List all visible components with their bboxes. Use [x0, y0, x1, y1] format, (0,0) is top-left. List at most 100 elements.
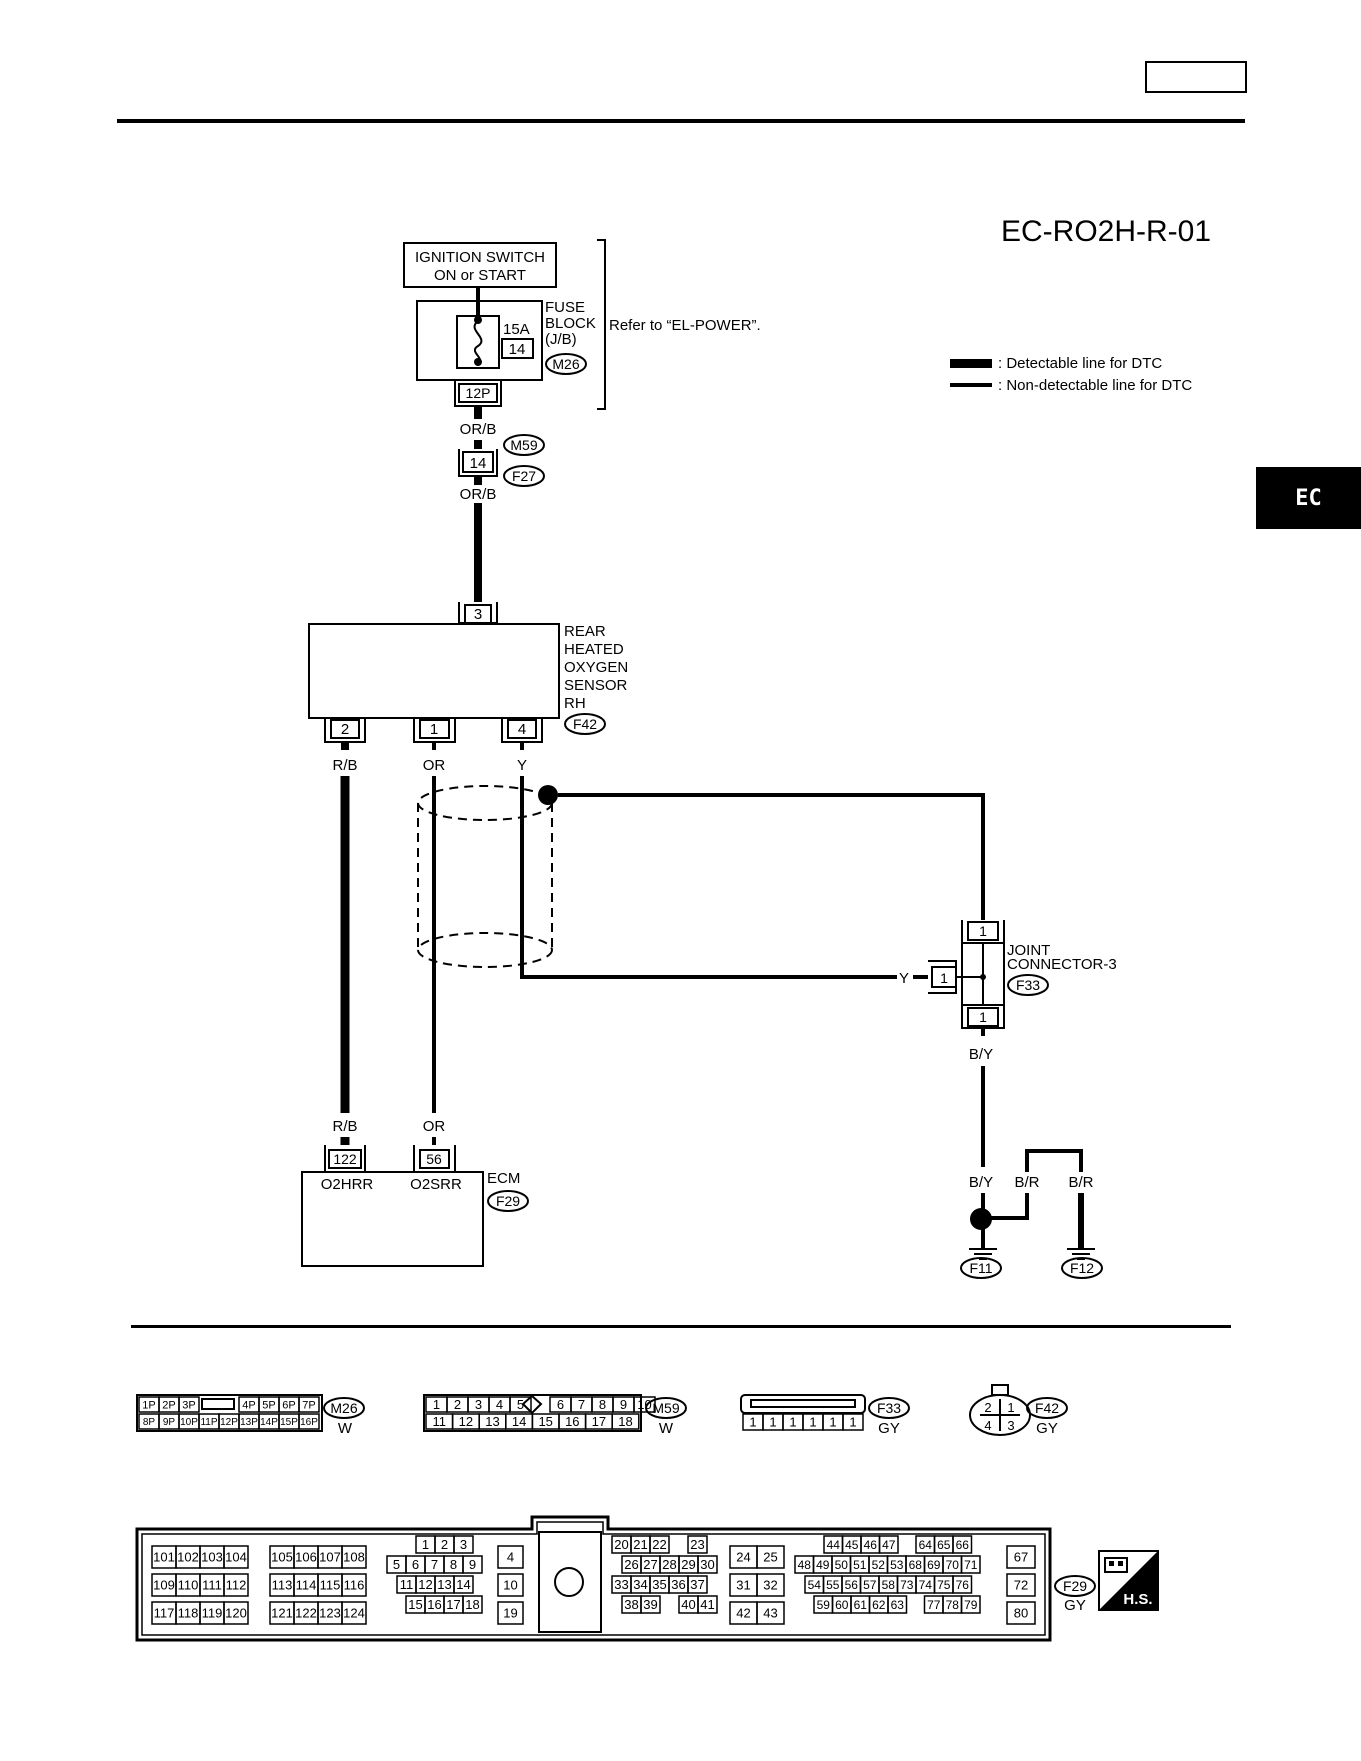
pin-cell [960, 1555, 981, 1574]
sensor-box [308, 623, 560, 719]
pin-label: 80 [1014, 1606, 1028, 1621]
pin-cell [223, 1545, 249, 1569]
pin-cell [887, 1595, 908, 1614]
pin-cell [756, 1573, 785, 1597]
pin-cell [223, 1573, 249, 1597]
sensor-top-pin: 3 [474, 606, 482, 623]
sensor-label-line-5: RH [564, 695, 586, 712]
wire-y-label-top: Y [517, 757, 527, 774]
pin-cell [952, 1535, 973, 1554]
joint-connector-badge [1007, 974, 1049, 996]
pin-label: 117 [154, 1606, 175, 1621]
m26-latch [201, 1398, 235, 1410]
sensor-label-line-1: REAR [564, 623, 606, 640]
ground-f11-badge [960, 1257, 1002, 1279]
wire-or-label-top: OR [423, 757, 446, 774]
pin-label: 4 [507, 1550, 514, 1565]
pin-label: 18 [465, 1597, 479, 1612]
fuse-number: 14 [509, 341, 526, 358]
pin-label: 12 [459, 1414, 473, 1429]
pin-label: 16 [565, 1414, 579, 1429]
f42-latch [991, 1384, 1009, 1396]
pin-label: 32 [763, 1578, 777, 1593]
pin-label: 11P [200, 1417, 217, 1428]
ecm-connector-bolt [554, 1567, 584, 1597]
mid-connector-m59-badge [503, 434, 545, 456]
pin-label: 6 [412, 1557, 419, 1572]
pin-label: 12 [418, 1577, 432, 1592]
pin-label: 9 [469, 1557, 476, 1572]
ecm-connector-center-block [538, 1531, 602, 1633]
pin-label: 66 [956, 1538, 970, 1552]
pin-label: 9 [620, 1397, 627, 1412]
header-rule [117, 119, 1245, 123]
pin-cell [298, 1396, 320, 1413]
sensor-pin-2: 2 [341, 721, 349, 738]
f42-pin-3: 3 [1007, 1418, 1014, 1433]
ground-f12-id: F12 [1070, 1260, 1094, 1276]
pin-label: 10 [637, 1397, 651, 1412]
pin-label: 21 [633, 1537, 647, 1552]
m59-key-notch [521, 1394, 543, 1415]
pin-label: 13 [485, 1414, 499, 1429]
m59-connector-face [423, 1394, 642, 1432]
pin-label: 51 [853, 1558, 867, 1572]
y-wire [520, 776, 897, 979]
pin-label: 6 [557, 1397, 564, 1412]
pin-cell [462, 1555, 483, 1574]
pin-label: 27 [643, 1557, 657, 1572]
joint-top-pin: 1 [979, 923, 987, 939]
pin-label: 3 [460, 1537, 467, 1552]
pin-label: 63 [891, 1598, 905, 1612]
pin-cell [497, 1573, 524, 1597]
wire-by-label-top: B/Y [969, 1046, 993, 1063]
pin-label: 5P [262, 1399, 275, 1411]
pin-label: 9P [163, 1417, 176, 1428]
joint-label-line-1: JOINT [1007, 942, 1050, 959]
pin-cell [842, 1413, 864, 1431]
pin-label: 29 [681, 1557, 695, 1572]
pin-label: 11 [433, 1414, 447, 1429]
ignition-switch-state: ON or START [434, 267, 526, 284]
f33-slot [750, 1399, 856, 1408]
pin-cell [697, 1595, 718, 1614]
ec-section-tab[interactable]: EC [1256, 467, 1361, 529]
f42-badge [1026, 1397, 1068, 1419]
pin-label: 31 [736, 1578, 750, 1593]
pin-label: 17 [446, 1597, 460, 1612]
fuse-element-icon [473, 320, 483, 365]
pin-label: 57 [863, 1578, 877, 1592]
pin-label: 114 [296, 1578, 317, 1593]
pin-cell [341, 1545, 367, 1569]
mid-connector-f27-badge [503, 465, 545, 487]
pin-label: 119 [202, 1606, 223, 1621]
pin-cell [697, 1555, 718, 1574]
joint-connector-id: F33 [1016, 977, 1040, 993]
pin-label: 23 [690, 1537, 704, 1552]
pin-label: 40 [681, 1597, 695, 1612]
m26-badge [323, 1397, 365, 1419]
shield-drain-splice [538, 785, 558, 805]
ecm-pin-122: 122 [333, 1151, 357, 1167]
ecm-pin-56: 56 [426, 1151, 442, 1167]
legend-detectable-text: : Detectable line for DTC [998, 355, 1162, 372]
sensor-label-line-2: HEATED [564, 641, 624, 658]
pin-label: 79 [964, 1598, 978, 1612]
pin-label: 7P [302, 1399, 315, 1411]
pin-label: 1 [789, 1415, 796, 1430]
pin-label: 62 [872, 1598, 886, 1612]
pin-label: 28 [662, 1557, 676, 1572]
harness-side-badge: H.S. [1098, 1550, 1159, 1611]
pin-label: 109 [153, 1578, 175, 1593]
pin-label: 123 [319, 1606, 341, 1621]
pin-label: 72 [1014, 1578, 1028, 1593]
wire-orb-label-bottom: OR/B [460, 486, 497, 503]
pin-label: 20 [614, 1537, 628, 1552]
pin-cell [509, 1396, 532, 1413]
fuse-block-label-2: BLOCK [545, 315, 596, 332]
pin-label: 108 [343, 1550, 365, 1565]
power-bracket [597, 239, 606, 410]
ground-f11-id: F11 [969, 1260, 992, 1276]
